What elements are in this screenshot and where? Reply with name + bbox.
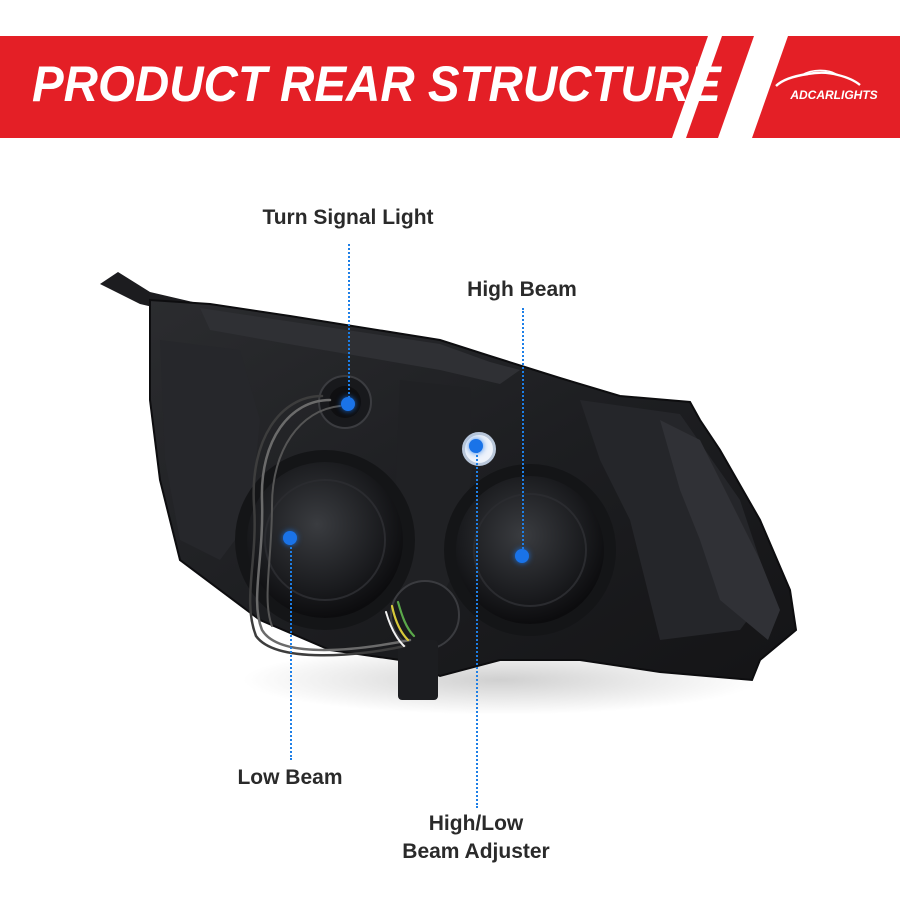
header-banner: PRODUCT REAR STRUCTURE ADCARLIGHTS [0,0,900,140]
low-beam-label: Low Beam [237,766,343,789]
turn-signal-callout-line [348,244,350,402]
brand-name: ADCARLIGHTS [790,88,878,102]
high-beam-cap [444,464,616,636]
banner-title: PRODUCT REAR STRUCTURE [32,56,721,112]
turn-signal-label: Turn Signal Light [262,206,434,229]
low-beam-callout-line [290,540,292,760]
high-beam-label: High Beam [467,278,577,301]
high-beam-marker [515,549,529,563]
adjuster-callout-line [476,448,478,808]
low-beam-marker [283,531,297,545]
turn-signal-marker [341,397,355,411]
connector-plug [390,580,460,700]
high-beam-callout-line [522,308,524,556]
banner-background [0,36,900,138]
brand-logo: ADCARLIGHTS [772,68,896,112]
adjuster-label-line1: High/Low [428,812,524,835]
car-silhouette-icon [775,69,861,87]
adjuster-label-line2: Beam Adjuster [402,840,550,863]
adjuster-marker [469,439,483,453]
wiring-harness [248,394,416,657]
low-beam-cap [235,450,415,630]
